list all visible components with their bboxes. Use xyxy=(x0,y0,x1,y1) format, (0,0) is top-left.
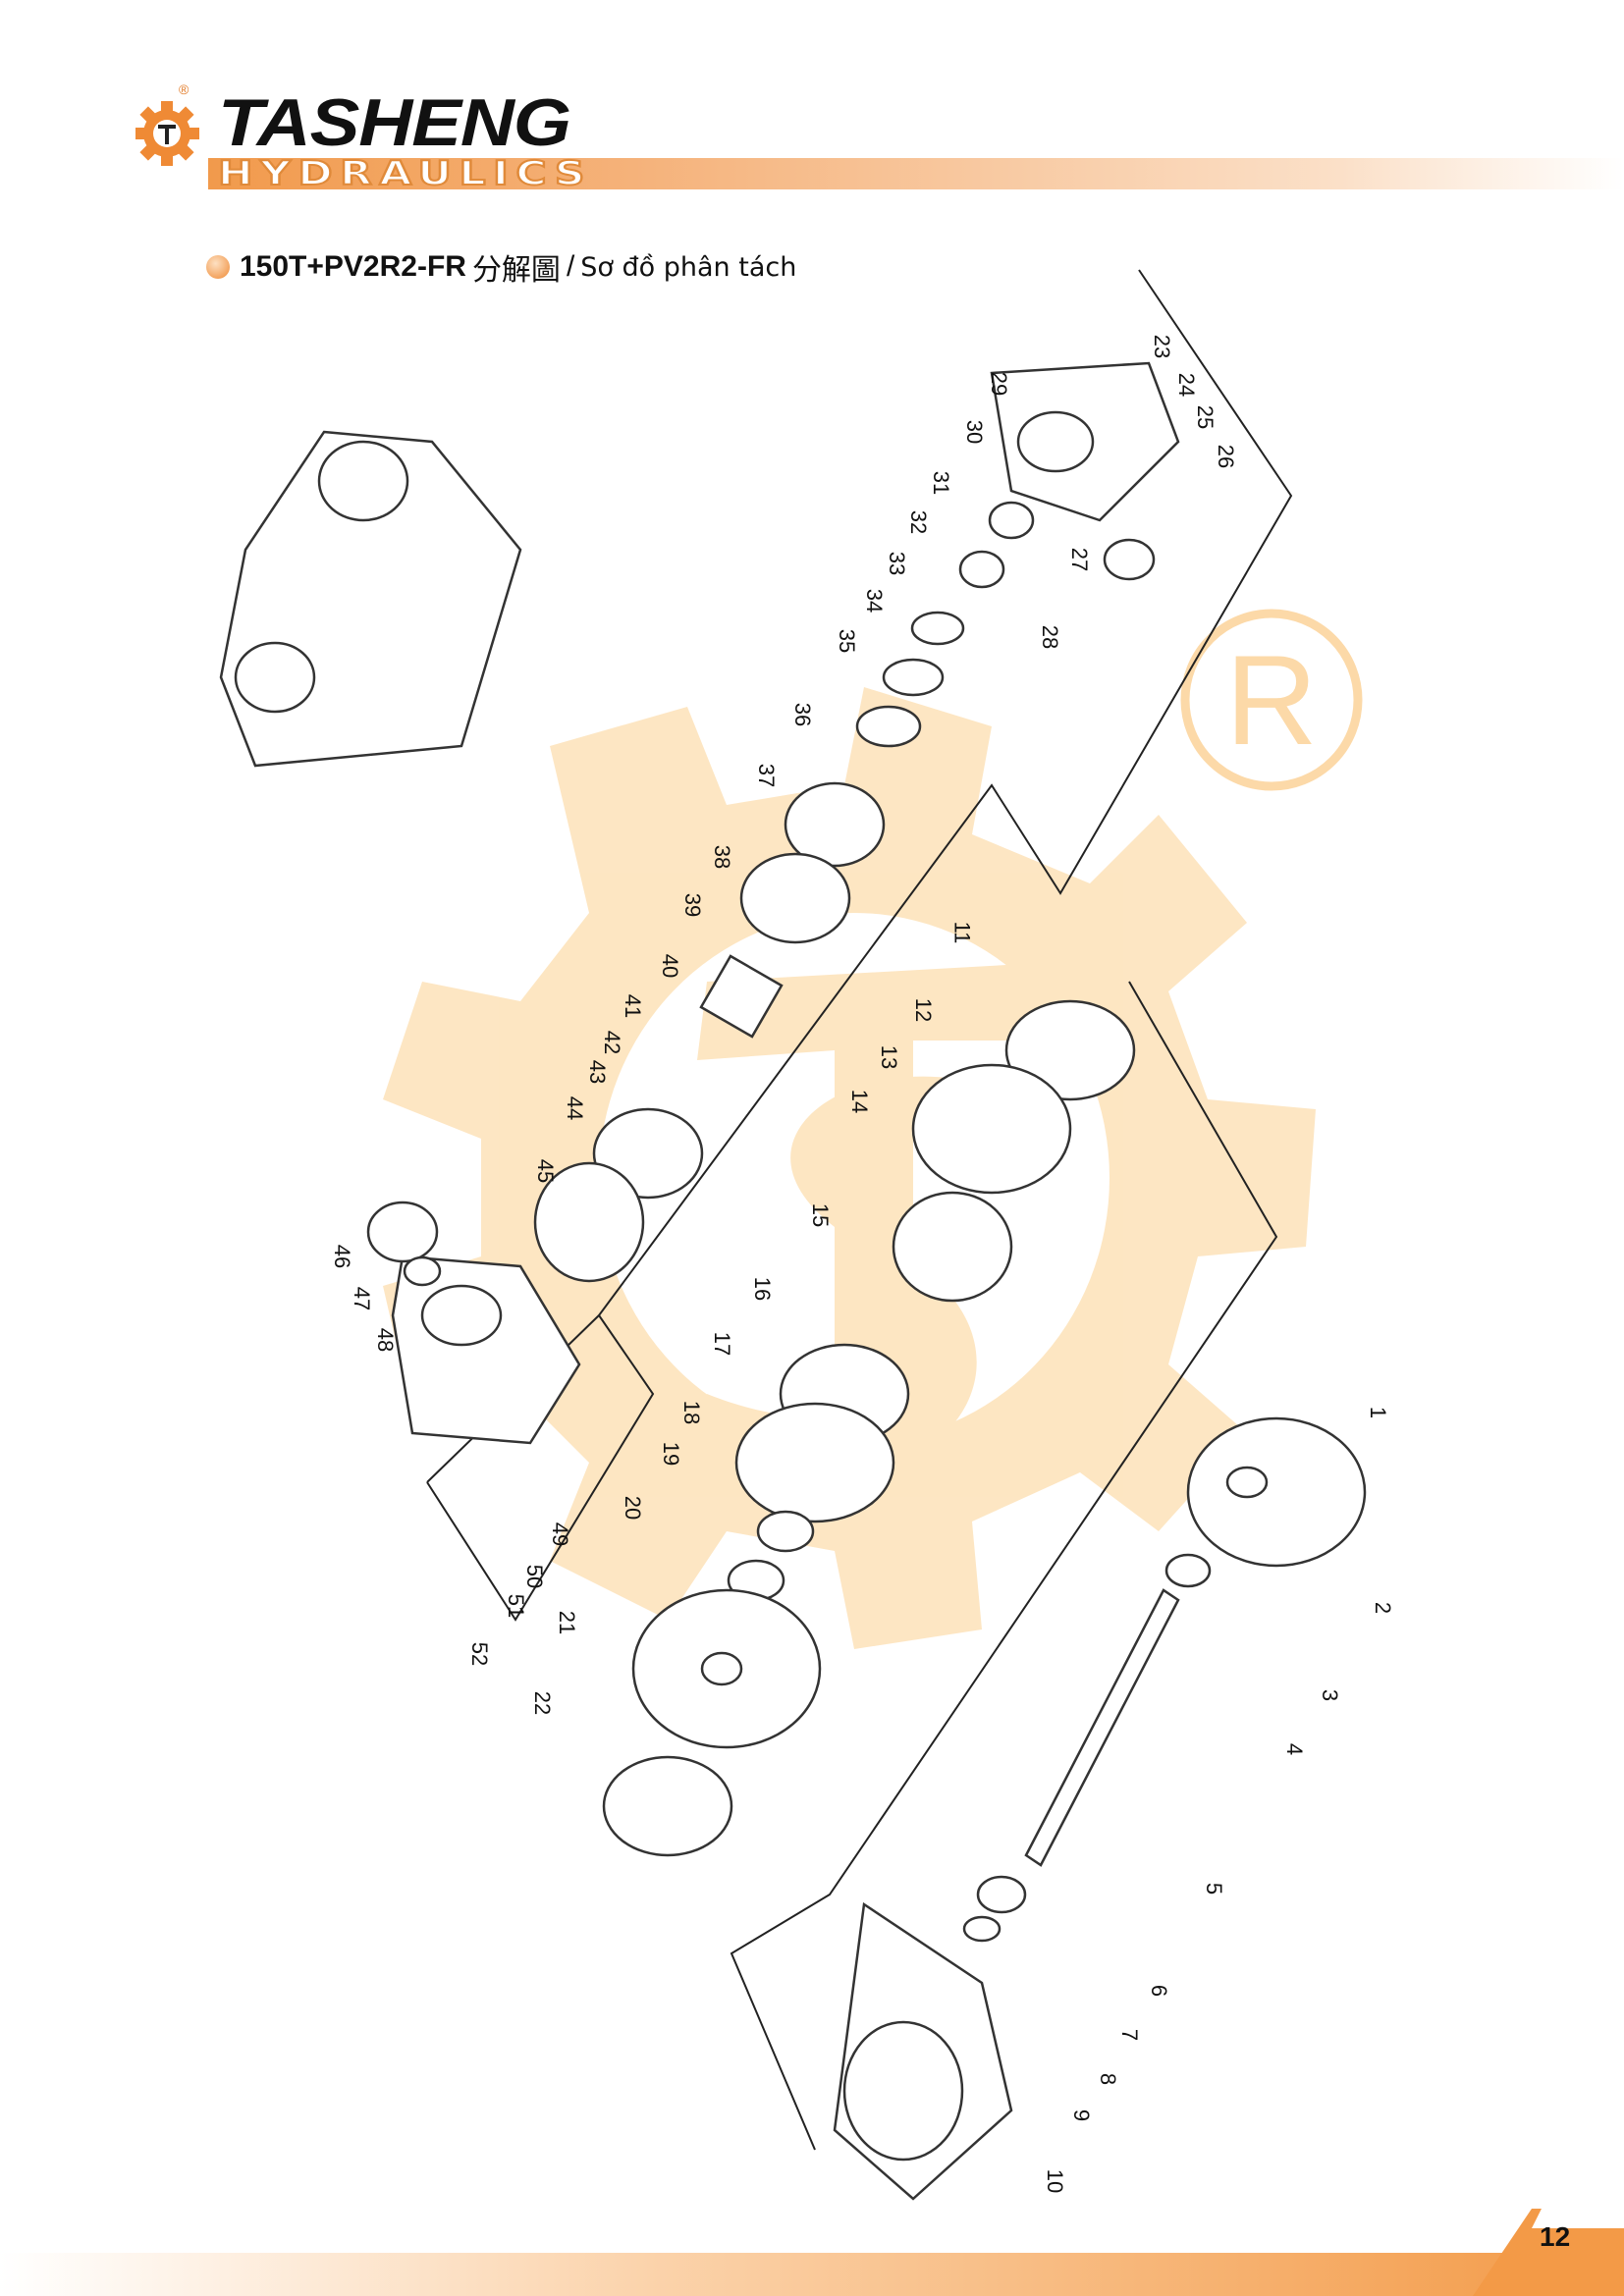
footer-band xyxy=(0,2253,1624,2296)
part-number-label: 25 xyxy=(1193,404,1218,430)
watermark-gear-icon xyxy=(383,687,1316,1649)
page-title: 150T+PV2R2-FR 分解圖 / Sơ đồ phân tách xyxy=(206,245,796,289)
part-number-label: 36 xyxy=(790,702,816,727)
rear-cover-icon xyxy=(990,361,1180,522)
part-number-label: 27 xyxy=(1067,547,1093,572)
part-number-label: 16 xyxy=(750,1276,776,1302)
part-number-label: 50 xyxy=(522,1564,548,1589)
part-number-label: 6 xyxy=(1147,1984,1172,1998)
shaft-icon xyxy=(1024,1588,1180,1867)
part-number-label: 18 xyxy=(679,1400,705,1425)
tasheng-logo-icon xyxy=(135,101,199,166)
part-number-label: 20 xyxy=(621,1495,646,1521)
part-number-label: 5 xyxy=(1202,1882,1227,1896)
part-number-label: 34 xyxy=(862,588,888,614)
part-number-label: 13 xyxy=(877,1044,902,1070)
model-name: 150T+PV2R2-FR xyxy=(240,250,466,283)
header-band xyxy=(208,158,1624,189)
part-number-label: 4 xyxy=(1282,1742,1308,1756)
part-number-label: 24 xyxy=(1174,372,1200,398)
part-number-label: 2 xyxy=(1371,1601,1396,1615)
part-number-label: 14 xyxy=(847,1089,873,1114)
part-number-label: 47 xyxy=(350,1286,375,1311)
part-number-label: 35 xyxy=(835,628,860,654)
part-number-label: 43 xyxy=(585,1059,611,1085)
part-number-label: 8 xyxy=(1096,2072,1121,2086)
part-number-label: 7 xyxy=(1117,2028,1143,2042)
part-number-label: 33 xyxy=(885,551,910,576)
part-number-label: 28 xyxy=(1038,624,1063,650)
page-corner xyxy=(1473,2209,1624,2296)
watermark-registered-letter: R xyxy=(1225,628,1318,772)
part-number-label: 38 xyxy=(710,844,735,870)
title-chinese: 分解圖 xyxy=(471,254,561,287)
part-number-label: 17 xyxy=(710,1331,735,1357)
part-number-label: 30 xyxy=(962,419,988,445)
part-number-label: 48 xyxy=(373,1327,399,1353)
part-number-label: 10 xyxy=(1043,2168,1068,2194)
part-number-label: 45 xyxy=(533,1158,559,1184)
part-number-label: 32 xyxy=(906,509,932,535)
part-number-label: 39 xyxy=(680,892,706,918)
front-housing-icon xyxy=(833,1901,1013,2201)
page-number: 12 xyxy=(1540,2221,1571,2252)
part-number-label: 29 xyxy=(987,371,1012,397)
part-number-label: 42 xyxy=(600,1030,625,1055)
part-number-label: 41 xyxy=(621,993,646,1019)
part-number-label: 22 xyxy=(530,1690,556,1716)
title-separator: / xyxy=(566,250,575,283)
part-number-label: 49 xyxy=(548,1522,573,1547)
part-number-label: 15 xyxy=(808,1202,834,1228)
part-number-label: 40 xyxy=(658,953,683,979)
part-number-label: 9 xyxy=(1069,2109,1095,2122)
watermark-registered-icon: R xyxy=(1180,609,1363,791)
part-number-label: 19 xyxy=(659,1441,684,1467)
part-number-label: 26 xyxy=(1214,444,1239,469)
part-number-label: 21 xyxy=(555,1610,580,1635)
part-number-label: 11 xyxy=(949,921,975,944)
bullet-icon xyxy=(206,255,230,279)
assembled-pump-icon xyxy=(219,430,522,768)
brand-name: TASHENG xyxy=(218,85,571,160)
part-number-label: 23 xyxy=(1150,334,1175,359)
part-number-label: 44 xyxy=(563,1095,588,1121)
part-number-label: 37 xyxy=(754,763,780,788)
part-number-label: 52 xyxy=(467,1641,493,1667)
part-number-label: 1 xyxy=(1366,1406,1391,1419)
brand-subtitle: HYDRAULICS xyxy=(217,154,592,193)
registered-mark: ® xyxy=(179,81,189,97)
title-vietnamese: Sơ đồ phân tách xyxy=(580,251,797,283)
part-number-label: 12 xyxy=(911,997,937,1023)
part-number-label: 51 xyxy=(504,1593,529,1619)
pump-body-icon xyxy=(391,1255,581,1445)
part-number-label: 46 xyxy=(330,1244,355,1269)
part-number-label: 31 xyxy=(929,470,954,496)
pump-parts xyxy=(219,361,1367,2201)
part-number-label: 3 xyxy=(1318,1688,1343,1702)
